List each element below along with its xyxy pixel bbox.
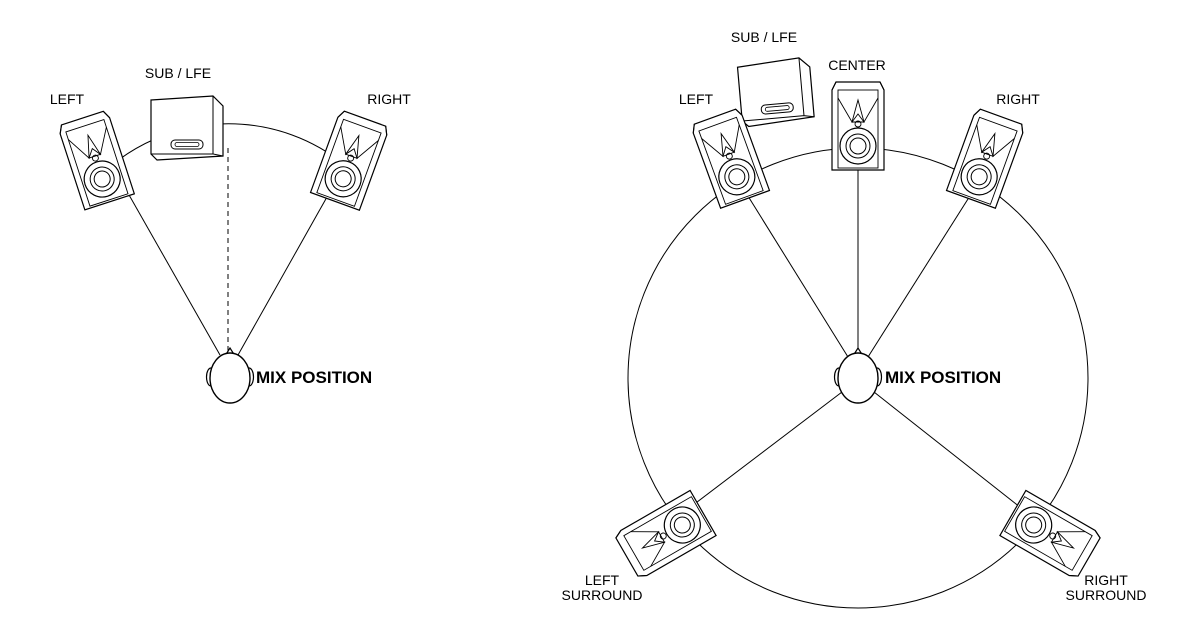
stereo-left-label: LEFT	[49, 91, 85, 107]
stereo-subwoofer	[150, 95, 224, 161]
surround-right-surround-line	[873, 391, 1031, 516]
stereo-mix-position-label: MIX POSITION	[256, 368, 373, 387]
surround-left-surround-label: LEFT SURROUND	[561, 572, 643, 604]
surround-left-label: LEFT	[678, 91, 714, 107]
surround-right-line	[867, 179, 981, 358]
surround-left-surround-line	[679, 391, 843, 516]
stereo-left-line	[111, 164, 221, 356]
stereo-setup	[57, 95, 391, 404]
surround-right-label: RIGHT	[996, 91, 1040, 107]
left-surround-label-line-1: LEFT	[584, 572, 620, 588]
surround-left-line	[737, 179, 849, 358]
surround-center-speaker	[831, 81, 885, 171]
surround-mix-position-label: MIX POSITION	[885, 368, 1002, 387]
right-surround-label-line-1: RIGHT	[1084, 572, 1128, 588]
surround-subwoofer	[736, 56, 816, 128]
stereo-right-label: RIGHT	[367, 91, 411, 107]
surround-listener-head	[833, 346, 883, 404]
surround-right-surround-label: RIGHT SURROUND	[1065, 572, 1147, 604]
stereo-right-speaker	[309, 109, 391, 211]
surround-right-speaker	[945, 107, 1027, 209]
stereo-left-speaker	[57, 109, 135, 211]
stereo-sub-label: SUB / LFE	[144, 65, 212, 81]
surround-sub-label: SUB / LFE	[730, 29, 798, 45]
left-surround-label-line-2: SURROUND	[561, 587, 643, 604]
stereo-listener-head	[205, 346, 255, 404]
surround-center-label: CENTER	[828, 57, 886, 73]
surround-setup	[613, 56, 1103, 609]
stereo-listening-arc	[111, 123, 346, 166]
right-surround-label-line-2: SURROUND	[1065, 587, 1147, 604]
